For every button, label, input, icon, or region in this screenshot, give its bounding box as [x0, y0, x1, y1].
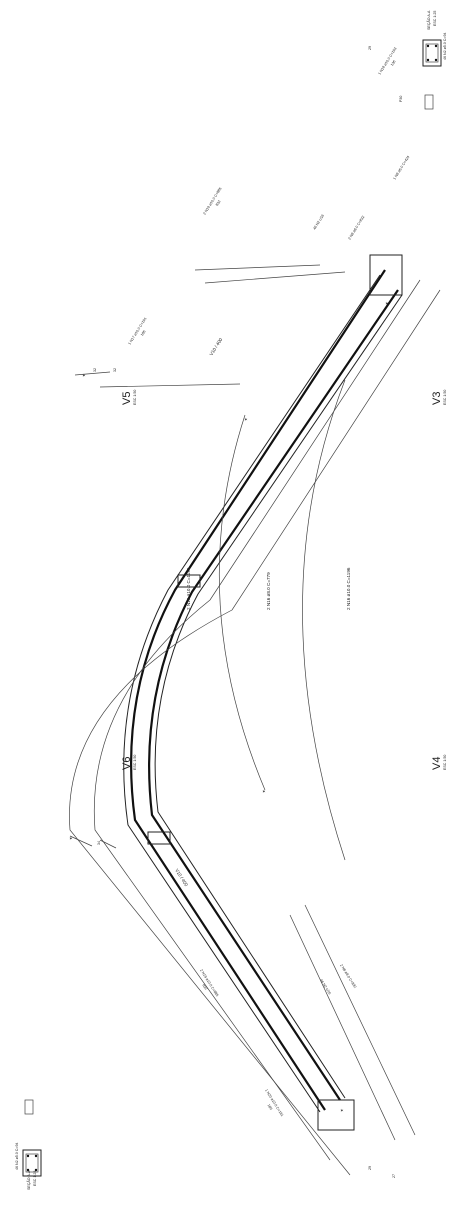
callout-n2-top: 46 N2 c/16: [312, 214, 325, 231]
label-arc-lower: 2 N16 ø10.0 C=1196: [346, 567, 351, 610]
break-mark: ✶: [385, 301, 389, 306]
callout-n17-top-len: 185: [140, 330, 147, 337]
dim-29a: 29: [368, 46, 372, 50]
section-scale-bottom: ESC 1:25: [33, 1171, 37, 1186]
dim-32b: 32: [113, 368, 117, 372]
section-mark-bottom: [147, 831, 171, 845]
section-mark-top: [177, 574, 201, 588]
inner-arc-lower: [302, 379, 346, 861]
rebar-dot: [426, 58, 430, 62]
view-titles: V6 ESC 1:50 V5 ESC 1:50 V4 ESC 1:50 V3 E…: [121, 390, 447, 770]
section-stirrup-label-top: 46 N2 ø5.0 C=94: [443, 33, 447, 60]
rebar-line-1: [123, 274, 381, 1113]
inner-bars: [194, 264, 416, 1141]
beam-end-top: [369, 254, 403, 296]
outer-bars: [69, 279, 441, 1176]
dim-32a: 32: [93, 368, 97, 372]
dim-27: 27: [392, 1174, 396, 1178]
view-scale-v4: ESC 1:50: [443, 755, 447, 770]
bottom-bar-n19: [69, 835, 93, 847]
view-scale-v6: ESC 1:50: [133, 755, 137, 770]
beam-edge-inner: [148, 289, 399, 1101]
callout-n19-top-len: 832: [215, 200, 222, 207]
inner-arc: [219, 414, 266, 791]
view-scale-v3: ESC 1:50: [443, 390, 447, 405]
callout-n20-bottom: 1 N20 ø10.0 C=191: [264, 1088, 284, 1117]
section-title-bottom: SEÇÃO A-A: [26, 1170, 31, 1190]
lap-bar-bottom: [99, 839, 117, 849]
section-title-top: SEÇÃO A-A: [426, 10, 431, 30]
section-detail-bottom: SEÇÃO A-A ESC 1:25 46 N2 ø5.0 C=94: [15, 1099, 42, 1190]
dim-34: 34: [97, 841, 101, 845]
section-scale-top: ESC 1:25: [433, 11, 437, 26]
dim-29b: 29: [368, 1166, 372, 1170]
break-mark: ✶: [262, 789, 266, 794]
section-stirrup-top: [425, 43, 439, 63]
beam-end-bottom: [317, 1099, 355, 1131]
beam-plan: [123, 254, 403, 1131]
label-arc-outer: 2 N16 ø10.0 C=1196: [186, 567, 191, 610]
view-title-v4: V4: [431, 757, 443, 770]
outer-bar-arc-2: [93, 279, 421, 1161]
break-marks: ✶ ✶ ✶ ✶ ✶ ✶: [69, 301, 389, 1113]
callouts-bottom: 2 N19 ø10.0 C=885 832 1 N20 ø10.0 C=191 …: [199, 963, 357, 1117]
label-support: P30: [399, 96, 403, 102]
rebar-dot: [26, 1154, 30, 1158]
rebar-dot: [34, 1168, 38, 1172]
bar-n2-bottom: [289, 914, 396, 1141]
dimensions: 32 32 34 29 29 27: [93, 46, 396, 1178]
view-scale-v5: ESC 1:50: [133, 390, 137, 405]
section-detail-top: SEÇÃO A-A ESC 1:25 46 N2 ø5.0 C=94: [422, 10, 447, 110]
callout-n8-top-2: 2 N8 ø8.0 C=832: [347, 215, 365, 240]
stirrup-shape-top: [424, 94, 434, 110]
callout-n8-bottom: 2 N8 ø8.0 C=832: [339, 963, 357, 988]
bar-n8-top: [194, 264, 321, 271]
beam-edge-outer: [130, 269, 386, 1111]
section-box-bottom: [22, 1149, 42, 1177]
label-arc-inner: 2 N16 ø8.0 C=779: [266, 572, 271, 610]
view-title-v6: V6: [121, 757, 133, 770]
top-bar-n19: [74, 371, 111, 376]
callout-n18-top-len: 136: [390, 60, 397, 67]
label-beam-top: V10 / 400: [209, 337, 224, 357]
rebar-line-2: [154, 294, 403, 1099]
section-box-top: [422, 39, 442, 67]
break-mark: ✶: [244, 417, 248, 422]
rebar-dot: [434, 58, 438, 62]
view-title-v3: V3: [431, 392, 443, 405]
break-mark: ✶: [69, 836, 73, 841]
bar-n8-bottom: [304, 904, 416, 1136]
rebar-dot: [426, 44, 430, 48]
arc-labels: 2 N16 ø10.0 C=1196 2 N16 ø8.0 C=779 2 N1…: [174, 96, 403, 888]
section-stirrup-label-bottom: 46 N2 ø5.0 C=94: [15, 1143, 19, 1170]
view-title-v5: V5: [121, 392, 133, 405]
break-mark: ✶: [340, 1108, 344, 1113]
rebar-dot: [34, 1154, 38, 1158]
break-mark: ✶: [82, 373, 86, 378]
callout-n19-bottom-len: 832: [201, 983, 208, 990]
section-stirrup-bottom: [25, 1153, 39, 1173]
rebar-dot: [434, 44, 438, 48]
rebar-dot: [26, 1168, 30, 1172]
callouts-top: 2 N19 ø10.0 C=885 832 1 N18 ø10.0 C=193 …: [127, 47, 410, 346]
bar-n8-top-2: [204, 271, 346, 284]
outer-bar-arc: [69, 289, 441, 1176]
callout-n20-bottom-len: 185: [266, 1103, 273, 1110]
lap-bar-top: [99, 383, 241, 388]
callout-n8-top: 1 N8 ø5.0 C=424: [392, 155, 410, 180]
stirrup-shape-bottom: [24, 1099, 34, 1115]
callout-n2-bottom: 46 N2 c/16: [319, 978, 332, 995]
